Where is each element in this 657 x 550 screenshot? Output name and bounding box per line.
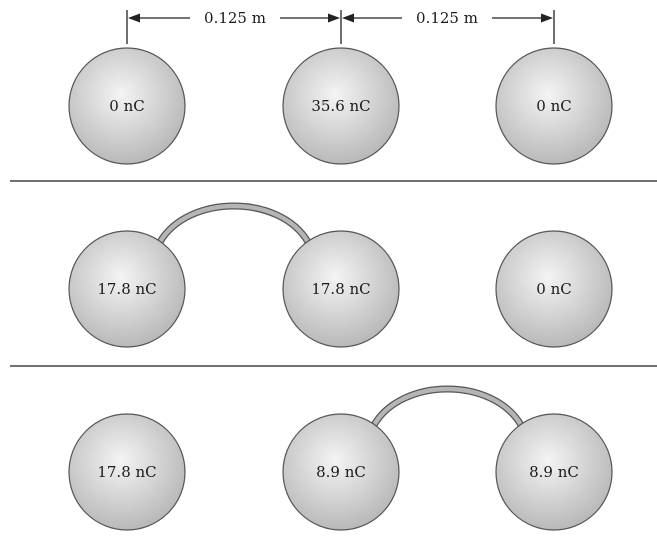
arrowhead-right-start — [342, 13, 354, 23]
sphere-charge-label: 35.6 nC — [311, 97, 370, 115]
conducting-sphere — [68, 413, 186, 531]
panel-1: 0 nC 35.6 nC 0 nC — [68, 47, 613, 165]
dimension-annotation: 0.125 m 0.125 m — [126, 9, 555, 44]
conducting-sphere — [495, 230, 613, 348]
arrowhead-left-start — [128, 13, 140, 23]
sphere-charge-label: 0 nC — [109, 97, 144, 115]
connecting-wire — [371, 386, 524, 428]
dimension-label-left: 0.125 m — [204, 9, 266, 27]
arrowhead-left-end — [328, 13, 340, 23]
sphere-charge-label: 17.8 nC — [97, 280, 156, 298]
panel-2: 17.8 nC 17.8 nC 0 nC — [68, 202, 613, 348]
conducting-sphere — [68, 230, 186, 348]
conducting-sphere — [495, 47, 613, 165]
panel-3: 17.8 nC 8.9 nC 8.9 nC — [68, 385, 613, 531]
conducting-sphere — [282, 47, 400, 165]
connecting-wire-outline — [370, 385, 525, 429]
conducting-sphere — [282, 413, 400, 531]
connecting-wire — [157, 203, 311, 245]
conducting-sphere — [495, 413, 613, 531]
conducting-sphere — [282, 230, 400, 348]
connecting-wire-outline — [156, 202, 312, 246]
sphere-charge-label: 0 nC — [536, 280, 571, 298]
sphere-charge-label: 8.9 nC — [529, 463, 579, 481]
sphere-charge-label: 0 nC — [536, 97, 571, 115]
sphere-charge-label: 17.8 nC — [97, 463, 156, 481]
sphere-charge-label: 8.9 nC — [316, 463, 366, 481]
arrowhead-right-end — [541, 13, 553, 23]
dimension-label-right: 0.125 m — [416, 9, 478, 27]
sphere-charge-label: 17.8 nC — [311, 280, 370, 298]
conducting-sphere — [68, 47, 186, 165]
